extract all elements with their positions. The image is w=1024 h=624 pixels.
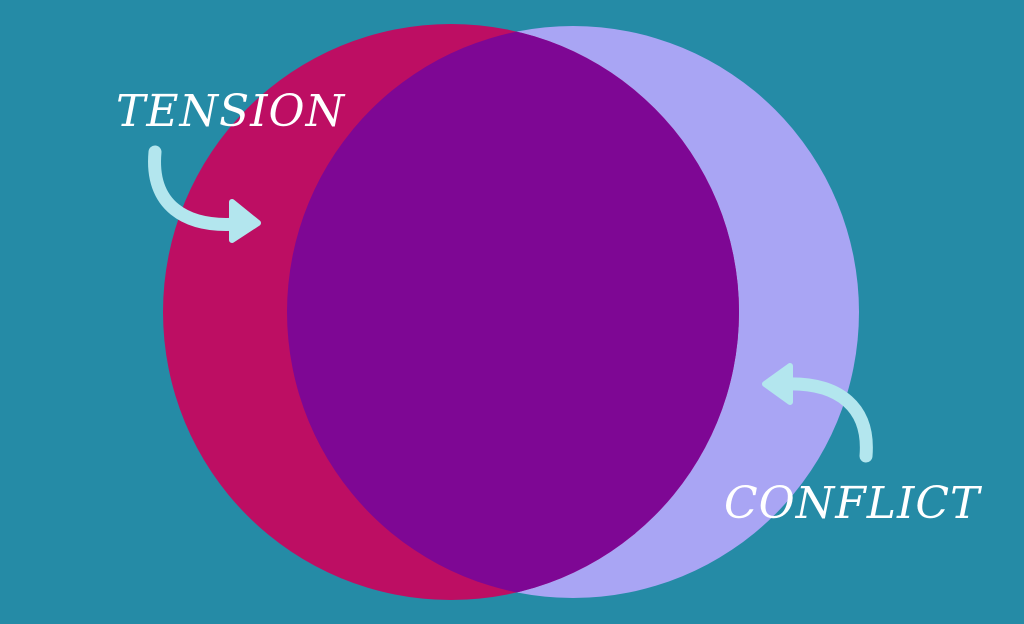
conflict-label: CONFLICT — [724, 478, 981, 529]
curved-arrow-right-icon — [148, 145, 261, 243]
tension-label: TENSION — [116, 86, 346, 137]
curved-arrow-left-icon — [762, 363, 873, 463]
